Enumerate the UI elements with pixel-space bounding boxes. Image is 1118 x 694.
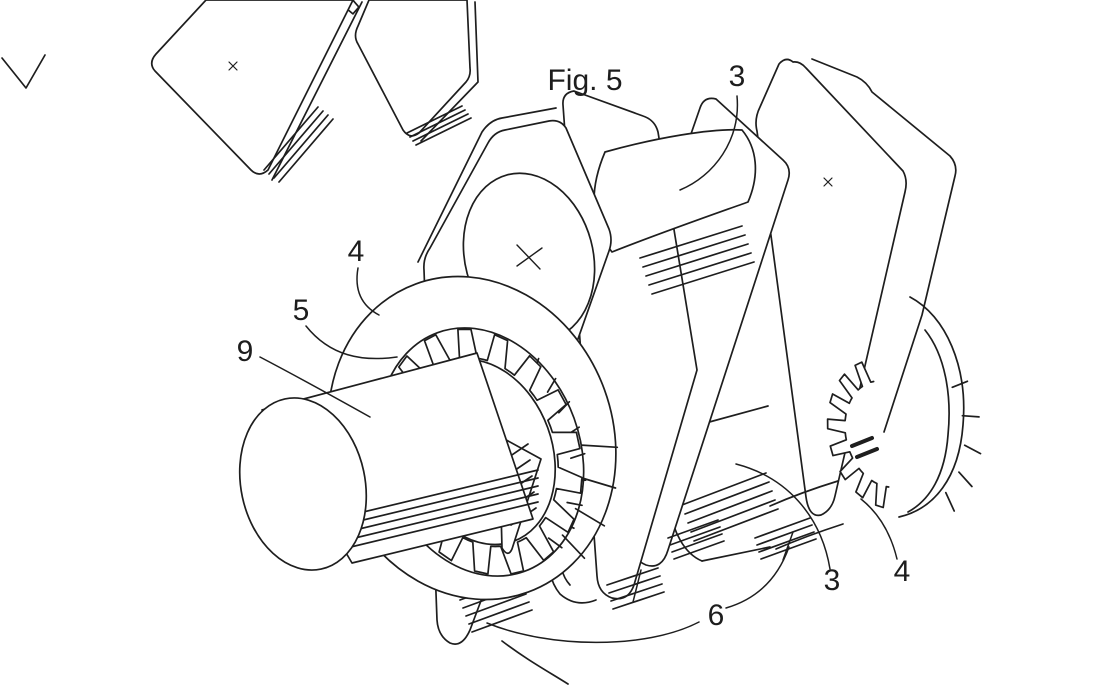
leader-6-right bbox=[726, 547, 789, 608]
web-right-front-face bbox=[756, 59, 906, 515]
shaft-hatching bbox=[330, 470, 538, 552]
leader-4-bottom bbox=[861, 499, 897, 559]
figure-caption: Fig. 5 bbox=[547, 64, 623, 97]
journal-right-hatching bbox=[755, 518, 816, 559]
leader-6-left bbox=[487, 622, 699, 642]
ref-numeral-3-crank-pin-right: 3 bbox=[823, 564, 841, 597]
pin-right-bottom-edge bbox=[702, 547, 770, 561]
web-first-thickness-edge bbox=[418, 108, 556, 262]
leader-6-tick-mid bbox=[633, 570, 641, 602]
shaft-end bbox=[224, 353, 538, 582]
pin-right-hatching bbox=[682, 473, 778, 541]
crank-web-plate-a bbox=[152, 0, 353, 174]
right-spline-teeth-icon bbox=[828, 362, 889, 507]
right-teeth-dark-marks bbox=[852, 438, 877, 457]
shaft-end-face bbox=[224, 386, 381, 582]
ref-numeral-5-spline-ring: 5 bbox=[292, 294, 310, 327]
plate-a-thickness-edge bbox=[272, 2, 362, 180]
journal-right-bottom-edge bbox=[776, 524, 843, 549]
leader-6-tick-right bbox=[783, 532, 793, 560]
edge-sliver bbox=[2, 55, 45, 88]
leader-3-bottom bbox=[736, 464, 830, 569]
main-journal-right bbox=[755, 481, 843, 559]
pin-right-top-edge bbox=[702, 406, 768, 424]
center-mark-small-1 bbox=[229, 62, 237, 70]
ref-numeral-4-flange-left: 4 bbox=[347, 235, 365, 268]
web-third-tip-hatching bbox=[668, 520, 724, 559]
plate-b-hatching bbox=[407, 106, 471, 145]
ref-numeral-3-crank-pin-top: 3 bbox=[728, 60, 746, 93]
web-right-back-outline bbox=[812, 59, 956, 432]
flange-rim-segments bbox=[563, 445, 618, 558]
leader-3-top bbox=[680, 96, 737, 190]
leader-9 bbox=[260, 357, 370, 417]
crank-web-right bbox=[756, 59, 956, 515]
ref-numeral-6-journals: 6 bbox=[707, 599, 725, 632]
right-toothed-flange bbox=[899, 297, 981, 517]
gear-rim-segments bbox=[946, 381, 981, 511]
gear-disc-outer-arc bbox=[899, 297, 964, 517]
web-second-tip-hatching bbox=[607, 568, 664, 609]
journal-right-top-edge bbox=[770, 481, 838, 506]
gear-disc-rim-arc bbox=[908, 330, 949, 512]
ref-numeral-4-flange-right: 4 bbox=[893, 555, 911, 588]
leader-lines bbox=[260, 96, 897, 642]
ref-numeral-9-shaft: 9 bbox=[236, 335, 254, 368]
partial-assembly-top-left bbox=[2, 0, 478, 182]
center-mark-small-2 bbox=[824, 178, 832, 186]
center-mark-x-large bbox=[517, 245, 542, 269]
pin-top-hatching bbox=[640, 226, 754, 294]
leader-5 bbox=[306, 326, 397, 359]
plate-a-hatching bbox=[264, 107, 333, 182]
web-second-lower-edge bbox=[502, 641, 568, 684]
leader-4-left bbox=[357, 268, 379, 315]
